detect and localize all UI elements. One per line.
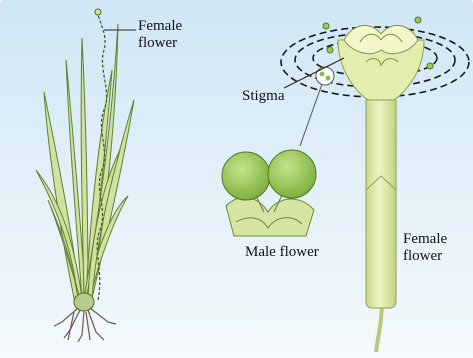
label-female-flower-left: Female flower: [138, 18, 208, 52]
label-stigma: Stigma: [242, 88, 285, 105]
pollen-grain-icon: [327, 47, 333, 53]
roots-illustration: [54, 293, 116, 342]
label-female-flower-right: Female flower: [403, 231, 465, 265]
female-flower-bud-icon: [95, 9, 101, 15]
pollen-grain-icon: [427, 63, 433, 69]
pollen-grain-icon: [323, 23, 329, 29]
plant-illustration: [36, 24, 134, 298]
pollen-grain-icon: [415, 17, 421, 23]
leader-line-pollen: [300, 84, 322, 146]
label-male-flower: Male flower: [245, 244, 319, 261]
leader-line-stigma: [284, 58, 344, 88]
pollen-magnifier-icon: [316, 67, 334, 85]
male-flower-illustration: [222, 150, 316, 236]
